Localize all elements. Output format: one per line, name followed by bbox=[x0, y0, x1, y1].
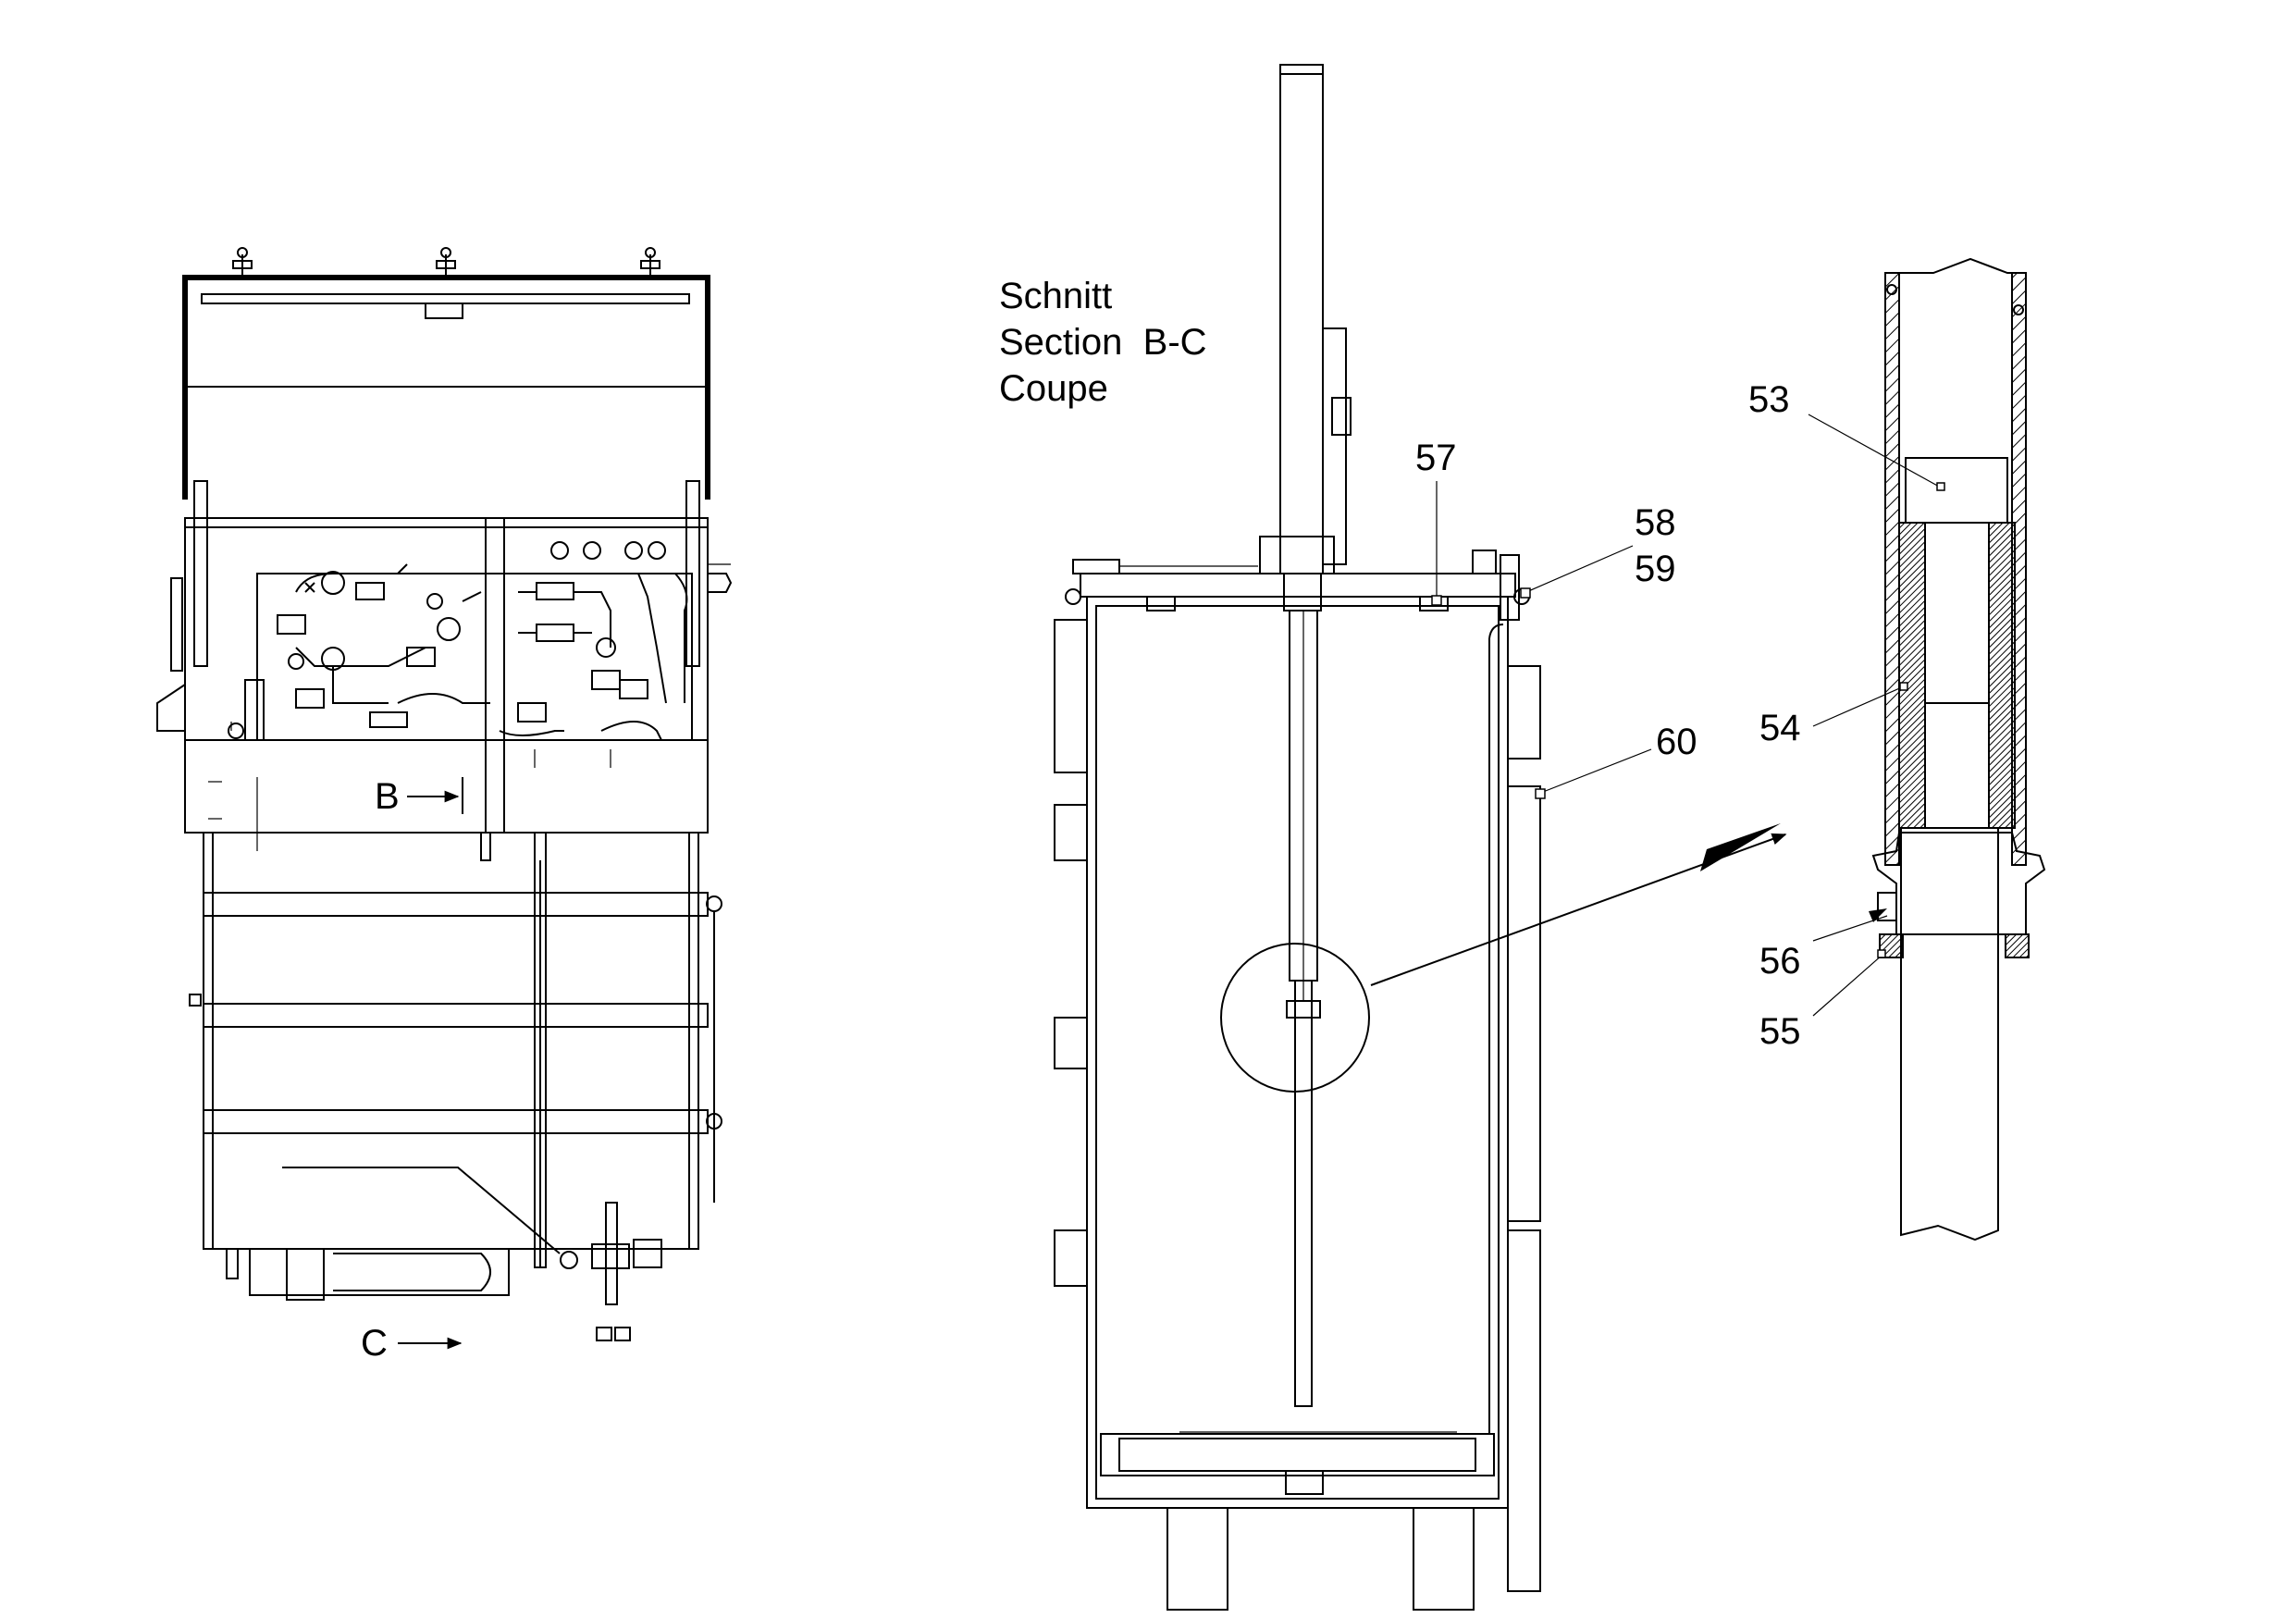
section-marker-c: C bbox=[361, 1323, 388, 1364]
section-lid bbox=[1065, 550, 1530, 621]
section-title: Schnitt Section B-C Coupe bbox=[999, 276, 1207, 409]
control-panel: B bbox=[156, 517, 733, 851]
hydraulic-cylinder bbox=[1259, 64, 1352, 1407]
tank-section bbox=[1054, 596, 1541, 1611]
section-title-line-3: Coupe bbox=[999, 368, 1108, 409]
callout-60: 60 bbox=[1656, 722, 1697, 762]
detail-circle bbox=[1220, 943, 1370, 1093]
callout-53: 53 bbox=[1748, 379, 1790, 420]
callout-56: 56 bbox=[1759, 941, 1801, 982]
section-title-line-2: Section B-C bbox=[999, 322, 1207, 363]
callout-59: 59 bbox=[1635, 549, 1676, 589]
lid-knob-right bbox=[640, 247, 660, 278]
section-title-line-1: Schnitt bbox=[999, 276, 1112, 316]
lid-knob-left bbox=[232, 247, 253, 278]
rod-upper bbox=[1905, 457, 2008, 524]
section-marker-b: B bbox=[375, 776, 400, 817]
callout-57: 57 bbox=[1415, 438, 1457, 478]
callout-58: 58 bbox=[1635, 502, 1676, 543]
section-view: 57 58 59 60 bbox=[1054, 64, 1787, 1611]
callout-54: 54 bbox=[1759, 708, 1801, 748]
lid bbox=[182, 247, 710, 667]
callout-55: 55 bbox=[1759, 1011, 1801, 1052]
lid-knob-center bbox=[436, 247, 456, 278]
valve-manifold bbox=[228, 563, 688, 741]
tank-body: C bbox=[189, 832, 722, 1364]
front-view: B bbox=[156, 247, 733, 1364]
detail-view: 53 54 56 55 bbox=[1748, 257, 2046, 1241]
